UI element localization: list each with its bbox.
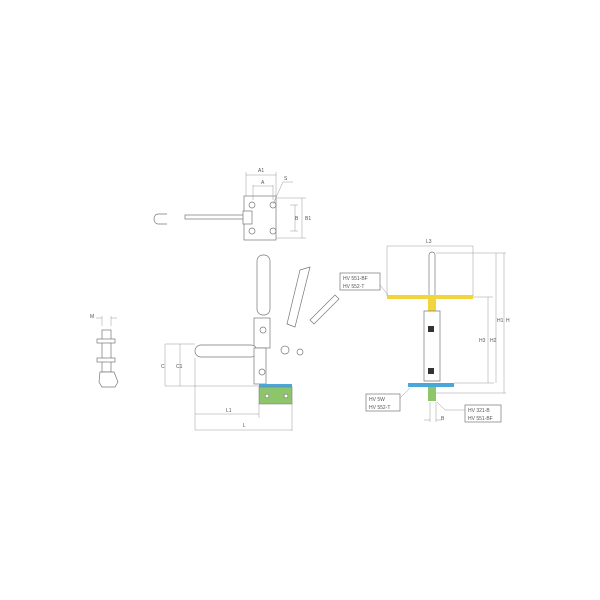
callout-2: HV 5W HV 552-T [365,387,411,412]
label-l3: L3 [426,239,432,245]
callout-3: HV 321-B HV 551-BF [436,401,502,423]
label-m: M [90,314,94,320]
svg-text:HV 321-B: HV 321-B [468,408,490,414]
label-h3: H3 [479,338,486,344]
yellow-bar [387,295,473,299]
label-a1: A1 [258,168,264,174]
front-view: L3 H3 H2 H1 H B HV 551-BF HV 552-T HV 5W… [339,239,510,423]
label-s: S [284,176,288,182]
label-b1: B1 [305,216,311,222]
blue-plate [259,384,292,387]
side-view: C C1 L1 L [161,254,340,431]
label-a: A [261,180,265,186]
top-view: A1 A S B B1 [153,168,311,241]
label-c: C [161,364,165,370]
label-h1: H1 [497,318,504,324]
label-l1: L1 [226,408,232,414]
callout-1: HV 551-BF HV 552-T [339,272,389,296]
svg-text:HV 551-BF: HV 551-BF [468,416,493,422]
label-b-front: B [441,416,445,422]
label-c1: C1 [176,364,183,370]
label-l: L [243,423,246,429]
label-h: H [506,318,510,324]
bolt-view: M [90,314,119,388]
svg-text:HV 5W: HV 5W [369,397,385,403]
label-b: B [295,216,299,222]
svg-text:HV 552-T: HV 552-T [369,405,390,411]
svg-text:HV 551-BF: HV 551-BF [343,276,368,282]
blue-plate-front [408,383,454,387]
label-h2: H2 [490,338,497,344]
svg-text:HV 552-T: HV 552-T [343,284,364,290]
